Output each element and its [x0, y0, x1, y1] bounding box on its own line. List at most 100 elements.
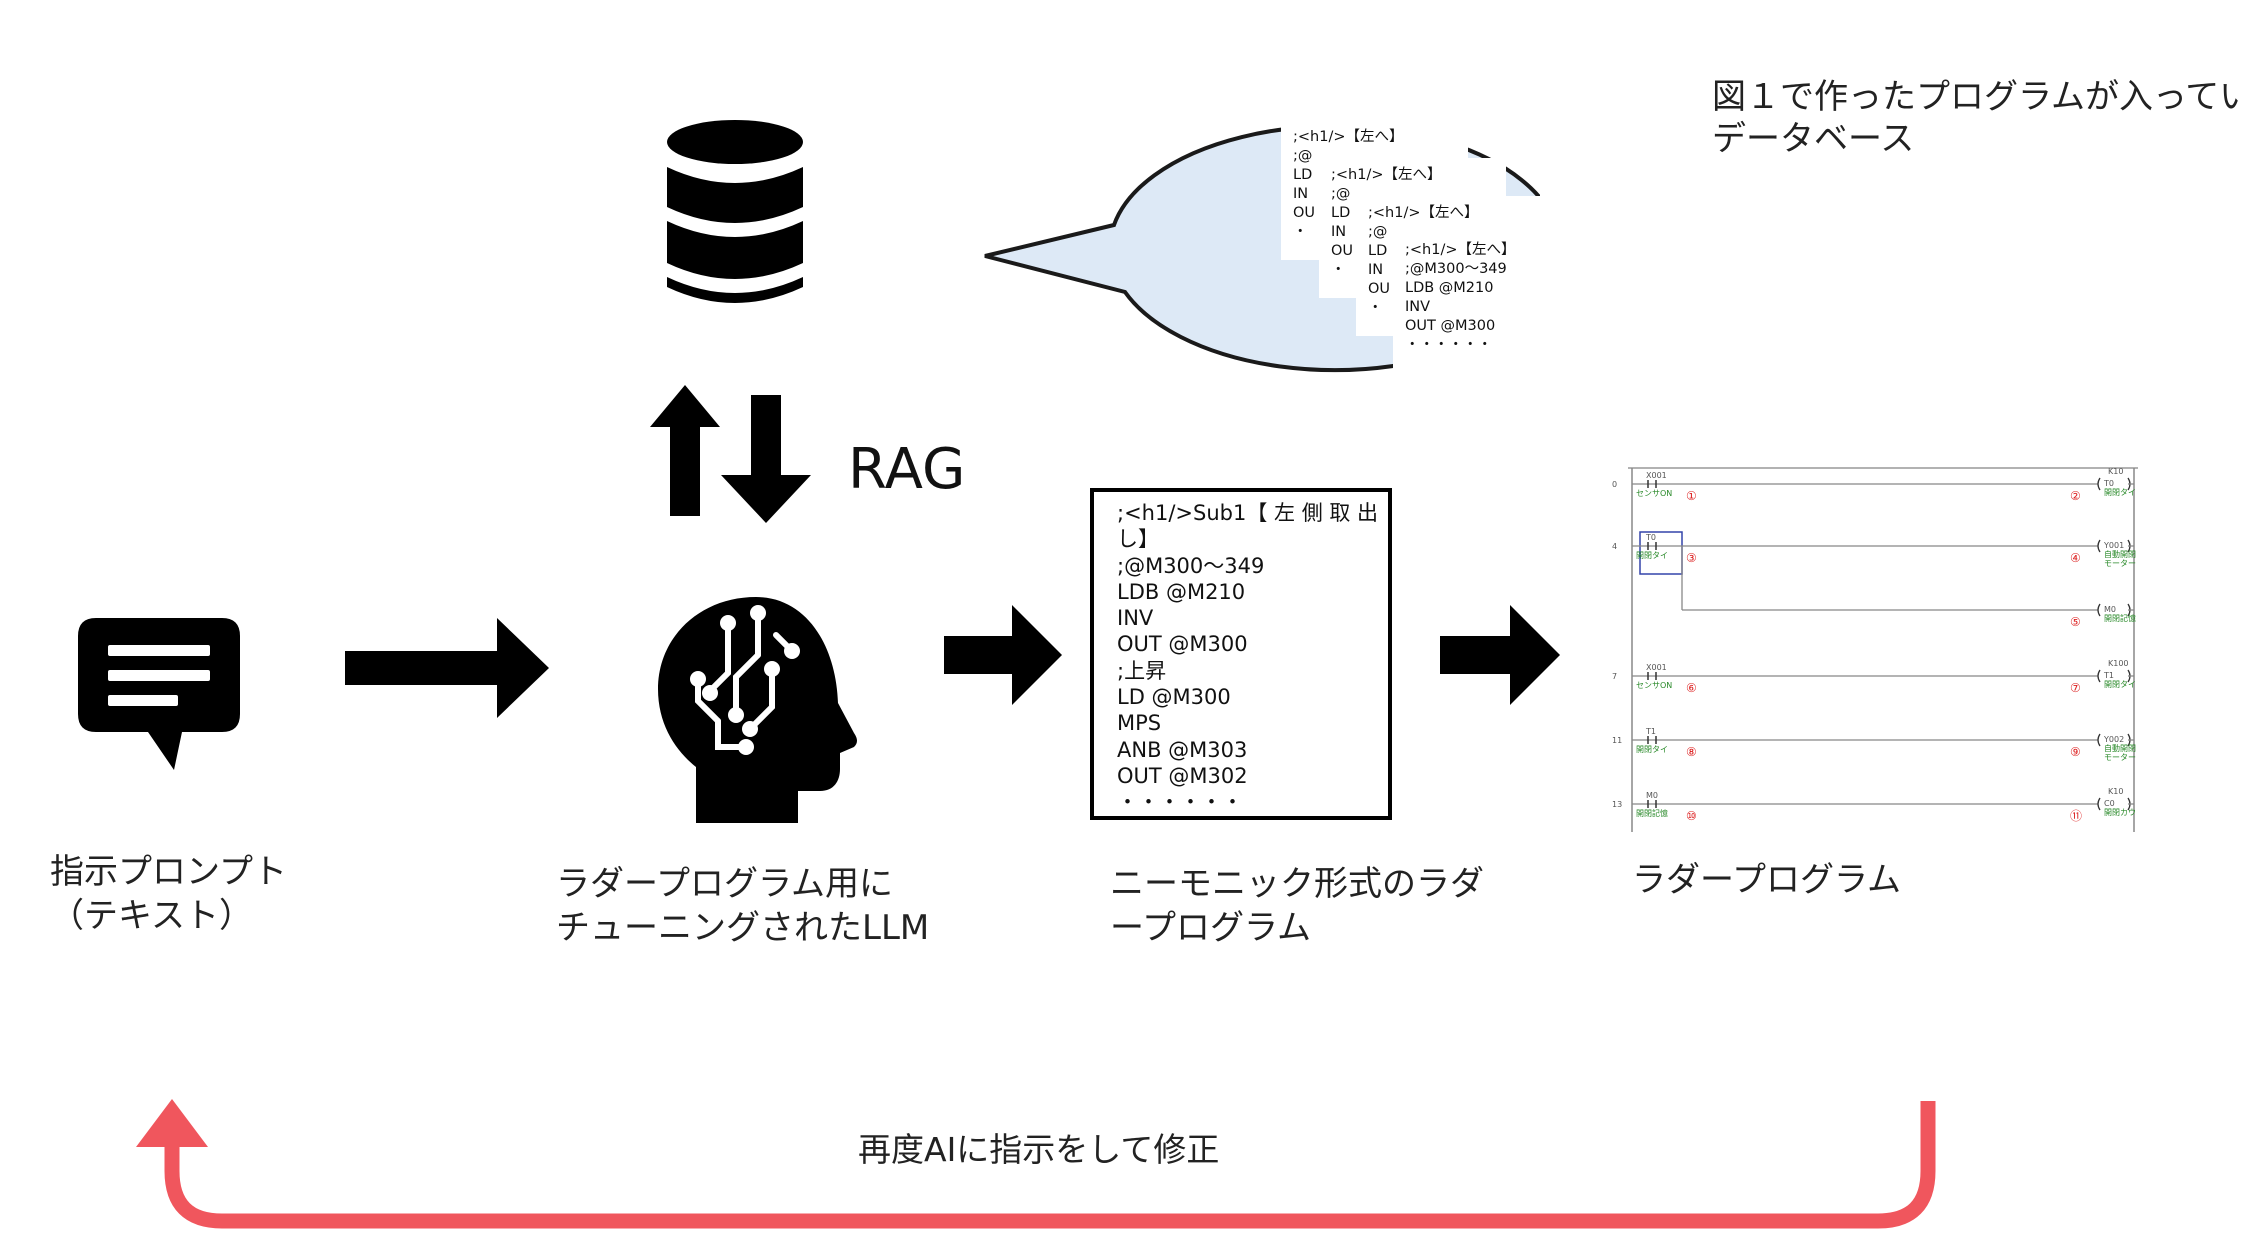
ladder-step-number: 4: [1612, 542, 1617, 551]
code-line: ANB @M303: [1117, 737, 1248, 762]
ladder-coil-comment: 開閉カウ: [2104, 808, 2136, 817]
card-line: OU: [1331, 243, 1354, 259]
ladder-left-index: ⑩: [1686, 809, 1697, 823]
ai-brain-head-icon: [658, 597, 857, 823]
program-card-4: ;<h1/>【左へ】 ;@M300～349 LDB @M210 INV OUT …: [1393, 233, 1583, 376]
step-label-line: ラダープログラム: [1632, 860, 1901, 900]
ladder-right-index: ②: [2070, 489, 2081, 503]
ladder-coil-left: [2097, 477, 2101, 491]
rag-label: RAG: [848, 437, 966, 502]
card-line: LD: [1331, 205, 1351, 221]
code-line: ;<h1/>Sub1【 左 側 取 出: [1117, 501, 1379, 525]
code-line: ・・・・・・: [1117, 790, 1243, 815]
code-line: INV: [1117, 606, 1154, 631]
ladder-right-index: ⑦: [2070, 681, 2081, 695]
ladder-step-number: 0: [1612, 480, 1617, 489]
database-caption-line-1: 図１で作ったプログラムが入っている: [1712, 77, 2241, 117]
ladder-contact-address: X001: [1646, 471, 1667, 480]
card-line: ・: [1331, 262, 1346, 278]
card-line: ;@: [1368, 224, 1388, 240]
ladder-coil-address: M0: [2104, 605, 2116, 614]
card-line: IN: [1293, 186, 1309, 202]
card-line: IN: [1368, 262, 1384, 278]
ladder-contact-comment: 開閉タイ: [1636, 745, 1668, 754]
step-label-mnemonic: ニーモニック形式のラダ ープログラム: [1110, 862, 1484, 950]
ladder-coil-value: K100: [2108, 659, 2129, 668]
code-line: MPS: [1117, 711, 1162, 736]
ladder-step-number: 11: [1612, 736, 1622, 745]
mnemonic-code-box: ;<h1/>Sub1【 左 側 取 出 し】 ;@M300～349 LDB @M…: [1090, 488, 1392, 820]
step-label-ladder: ラダープログラム: [1632, 858, 1901, 902]
ladder-coil-comment: 自動開閉: [2104, 549, 2136, 559]
card-line: OU: [1368, 281, 1391, 297]
card-line: ;<h1/>【左へ】: [1368, 205, 1479, 221]
rag-arrows-icon: [650, 385, 811, 523]
ladder-left-index: ⑥: [1686, 681, 1697, 695]
ladder-left-index: ③: [1686, 551, 1697, 565]
step-label-line: ニーモニック形式のラダ: [1110, 864, 1484, 904]
ladder-coil-comment: 開閉タイ: [2104, 488, 2136, 497]
ladder-step-number: 13: [1612, 800, 1622, 809]
feedback-label: 再度AIに指示をして修正: [858, 1130, 1220, 1169]
ladder-contact-comment: センサON: [1636, 489, 1672, 498]
ladder-left-index: ⑧: [1686, 745, 1697, 759]
ladder-coil-left: [2097, 733, 2101, 747]
database-caption-line-2: データベース: [1712, 119, 1915, 159]
ladder-coil-value: K10: [2108, 467, 2123, 476]
ladder-contact-address: T1: [1645, 727, 1656, 736]
ladder-coil-comment: 自動開閉: [2104, 743, 2136, 753]
ladder-contact-comment: 開閉記憶: [1636, 808, 1668, 818]
card-line: INV: [1405, 299, 1431, 315]
ladder-coil-left: [2097, 797, 2101, 811]
ladder-coil-comment: 開閉タイ: [2104, 680, 2136, 689]
card-line: LD: [1293, 167, 1313, 183]
code-line: OUT @M300: [1117, 632, 1248, 657]
step-label-line: （テキスト）: [50, 896, 253, 936]
flow-arrow-icon: [944, 605, 1062, 705]
ladder-contact-comment: 開閉タイ: [1636, 551, 1668, 560]
code-line: ;上昇: [1117, 658, 1167, 683]
step-label-line: ラダープログラム用に: [556, 864, 893, 904]
card-line: ・: [1293, 224, 1308, 240]
ladder-contact-address: T0: [1645, 533, 1656, 542]
ladder-coil-address: T1: [2103, 671, 2114, 680]
ladder-coil-left: [2097, 669, 2101, 683]
ladder-right-index: ④: [2070, 551, 2081, 565]
ladder-coil-address: Y002: [2103, 735, 2124, 744]
code-line: LDB @M210: [1117, 579, 1246, 604]
ladder-right-index: ⑪: [2070, 809, 2082, 823]
code-line: し】: [1117, 527, 1159, 552]
ladder-coil-left: [2097, 603, 2101, 617]
card-line: ;@: [1331, 186, 1351, 202]
ladder-right-index: ⑤: [2070, 615, 2081, 629]
ladder-contact-address: M0: [1646, 791, 1658, 800]
card-line: ;<h1/>【左へ】: [1293, 129, 1404, 145]
card-line: LDB @M210: [1405, 280, 1494, 296]
flow-arrow-icon: [345, 618, 549, 718]
ladder-coil-comment: モーター: [2104, 559, 2136, 568]
database-caption: 図１で作ったプログラムが入っている データベース: [1712, 76, 2241, 160]
ladder-coil-comment: モーター: [2104, 753, 2136, 762]
step-label-line: チューニングされたLLM: [556, 908, 930, 948]
flow-arrow-icon: [1440, 605, 1560, 705]
ladder-right-index: ⑨: [2070, 745, 2081, 759]
card-line: IN: [1331, 224, 1347, 240]
step-label-llm: ラダープログラム用に チューニングされたLLM: [556, 862, 929, 950]
card-line: ・・・・・・: [1405, 337, 1492, 353]
ladder-left-index: ①: [1686, 489, 1697, 503]
ladder-contact-address: X001: [1646, 663, 1667, 672]
card-line: ;<h1/>【左へ】: [1331, 167, 1442, 183]
card-line: ;@M300～349: [1405, 261, 1507, 277]
ladder-coil-value: K10: [2108, 787, 2123, 796]
card-line: ・: [1368, 300, 1383, 316]
feedback-loop-arrow: [136, 1099, 1936, 1229]
chat-message-icon: [78, 618, 240, 770]
code-line: LD @M300: [1117, 685, 1231, 710]
card-line: OUT @M300: [1405, 318, 1496, 334]
step-label-line: 指示プロンプト: [50, 852, 287, 892]
card-line: LD: [1368, 243, 1388, 259]
ladder-coil-address: T0: [2103, 479, 2114, 488]
ladder-contact-comment: センサON: [1636, 681, 1672, 690]
